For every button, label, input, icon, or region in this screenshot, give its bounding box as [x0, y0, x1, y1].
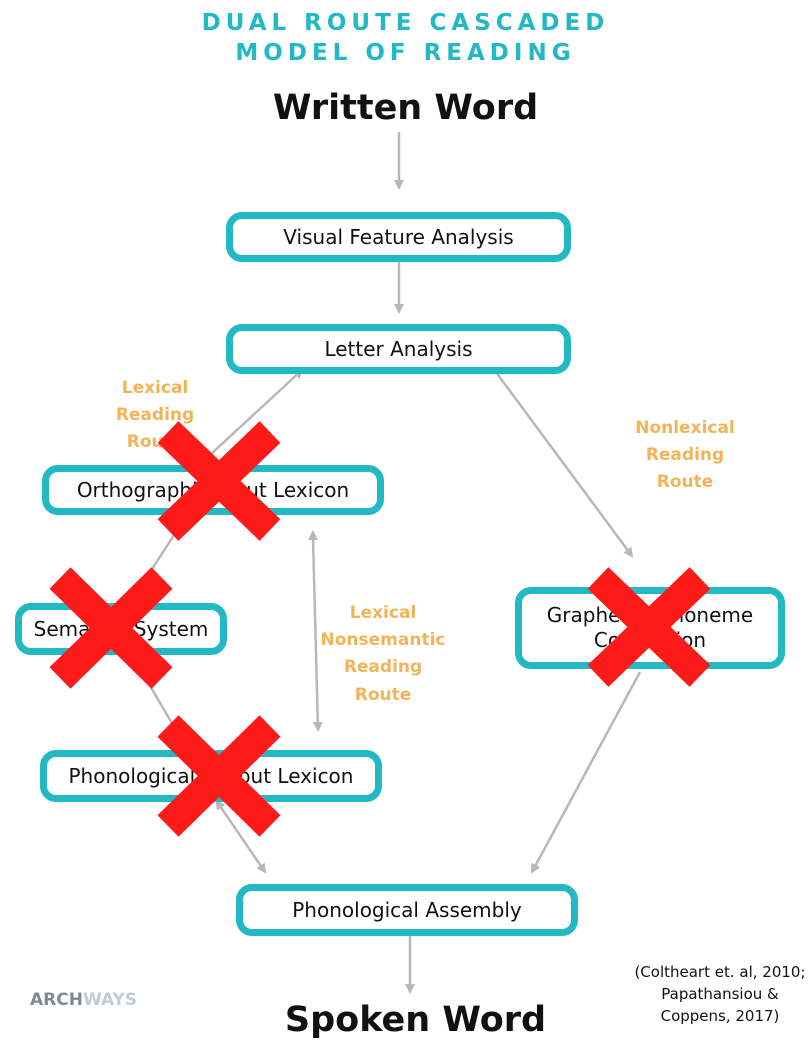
- citation-line-2: Papathansiou &: [661, 984, 779, 1003]
- arrow-phon-to-assembly: [215, 799, 267, 874]
- nonlexical-route-word-1: Nonlexical: [635, 418, 735, 438]
- visual-feature-analysis-box: Visual Feature Analysis: [226, 212, 571, 262]
- cross-orthographic-icon: [157, 421, 281, 541]
- written-word-label: Written Word: [272, 88, 539, 128]
- spoken-word-label: Spoken Word: [284, 1000, 547, 1040]
- arrow-gpc-to-assembly: [530, 671, 642, 874]
- nonlexical-route-word-3: Route: [656, 472, 714, 493]
- phonological-assembly-box: Phonological Assembly: [236, 884, 578, 936]
- arrow-letter-to-gpc: [485, 359, 634, 558]
- citation: (Coltheart et. al, 2010; Papathansiou & …: [625, 962, 811, 1027]
- lexical-route-word-2: Reading: [115, 405, 195, 426]
- nonlexical-route-label: Nonlexical Reading Route: [615, 415, 755, 497]
- archways-logo: ARCHWAYS: [30, 990, 137, 1010]
- lexical-nonsemantic-word-4: Route: [354, 684, 412, 705]
- citation-line-3: Coppens, 2017): [660, 1006, 780, 1025]
- letter-analysis-box: Letter Analysis: [226, 324, 571, 374]
- lexical-nonsemantic-route-label: Lexical Nonsemantic Reading Route: [308, 600, 458, 709]
- cross-semantic-icon: [49, 567, 173, 689]
- diagram-title-line-1: DUAL ROUTE CASCADED: [201, 10, 610, 36]
- nonlexical-route-word-2: Reading: [645, 445, 725, 466]
- lexical-nonsemantic-word-1: Lexical: [349, 603, 417, 623]
- lexical-nonsemantic-word-3: Reading: [343, 657, 423, 678]
- diagram-title-line-2: MODEL OF READING: [235, 40, 576, 66]
- grapheme-phoneme-conversion-box: Grapheme-Phoneme Conversion: [515, 587, 785, 669]
- lexical-route-word-1: Lexical: [121, 378, 189, 398]
- arrow-ortho-phon-bidirectional: [308, 530, 323, 732]
- lexical-nonsemantic-word-2: Nonsemantic: [320, 630, 446, 651]
- logo-part-2: WAYS: [82, 990, 138, 1010]
- citation-line-1: (Coltheart et. al, 2010;: [634, 963, 806, 981]
- cross-phonological-output-icon: [157, 715, 281, 837]
- logo-part-1: ARCH: [30, 990, 83, 1010]
- cross-gpc-icon: [587, 567, 711, 687]
